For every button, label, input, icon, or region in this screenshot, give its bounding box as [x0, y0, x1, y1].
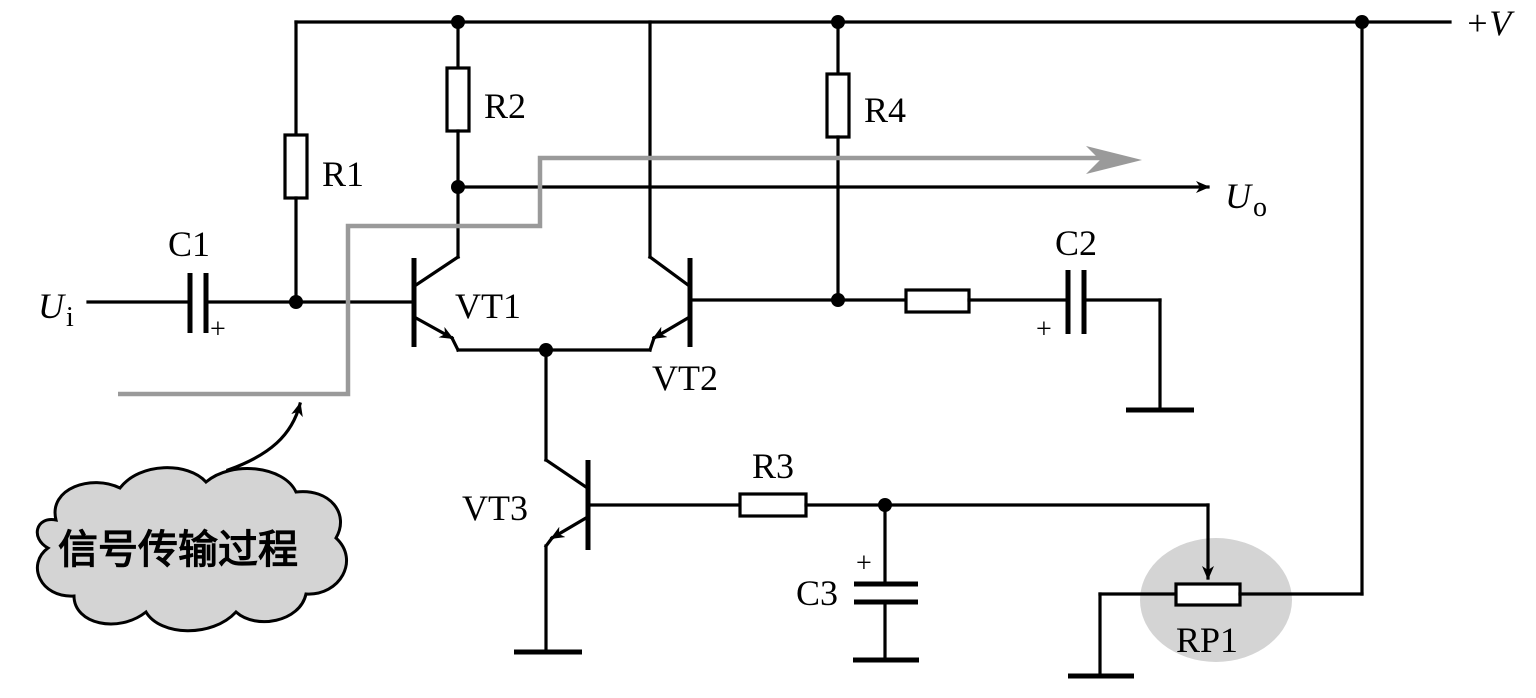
c1-polarity: + — [210, 314, 226, 345]
supply-rail — [294, 15, 1452, 29]
potentiometer-rp1 — [1068, 20, 1364, 679]
vt3-label: VT3 — [462, 488, 528, 528]
resistor-r1 — [283, 20, 309, 304]
r2-label: R2 — [484, 86, 526, 126]
resistor-r2 — [445, 20, 471, 259]
pointer-arrow — [225, 402, 303, 473]
capacitor-c1 — [86, 273, 414, 333]
vt2-label: VT2 — [652, 358, 718, 398]
signal-cloud: 信号传输过程 — [35, 466, 348, 633]
c2-label: C2 — [1055, 223, 1097, 263]
supply-label: +V — [1465, 3, 1515, 43]
transistor-vt1 — [411, 254, 461, 353]
capacitor-c3 — [853, 503, 919, 663]
output-label: Uo — [1225, 176, 1267, 223]
signal-path — [118, 146, 1142, 397]
c1-label: C1 — [168, 224, 210, 264]
vt1-label: VT1 — [455, 286, 521, 326]
transistor-vt2 — [647, 254, 840, 353]
base2-resistor — [836, 288, 1068, 314]
r4-label: R4 — [864, 90, 906, 130]
emitter-bus — [456, 343, 652, 357]
rp1-label: RP1 — [1176, 620, 1238, 660]
c2-polarity: + — [1036, 314, 1052, 345]
r1-label: R1 — [322, 154, 364, 194]
capacitor-c2 — [1065, 270, 1194, 413]
transistor-vt3 — [514, 348, 591, 655]
resistor-r3 — [588, 492, 1210, 518]
input-label: Ui — [38, 286, 74, 333]
c3-polarity: + — [856, 548, 872, 579]
r3-label: R3 — [752, 446, 794, 486]
c3-label: C3 — [796, 573, 838, 613]
cloud-label: 信号传输过程 — [58, 527, 298, 573]
resistor-r4 — [825, 20, 851, 307]
